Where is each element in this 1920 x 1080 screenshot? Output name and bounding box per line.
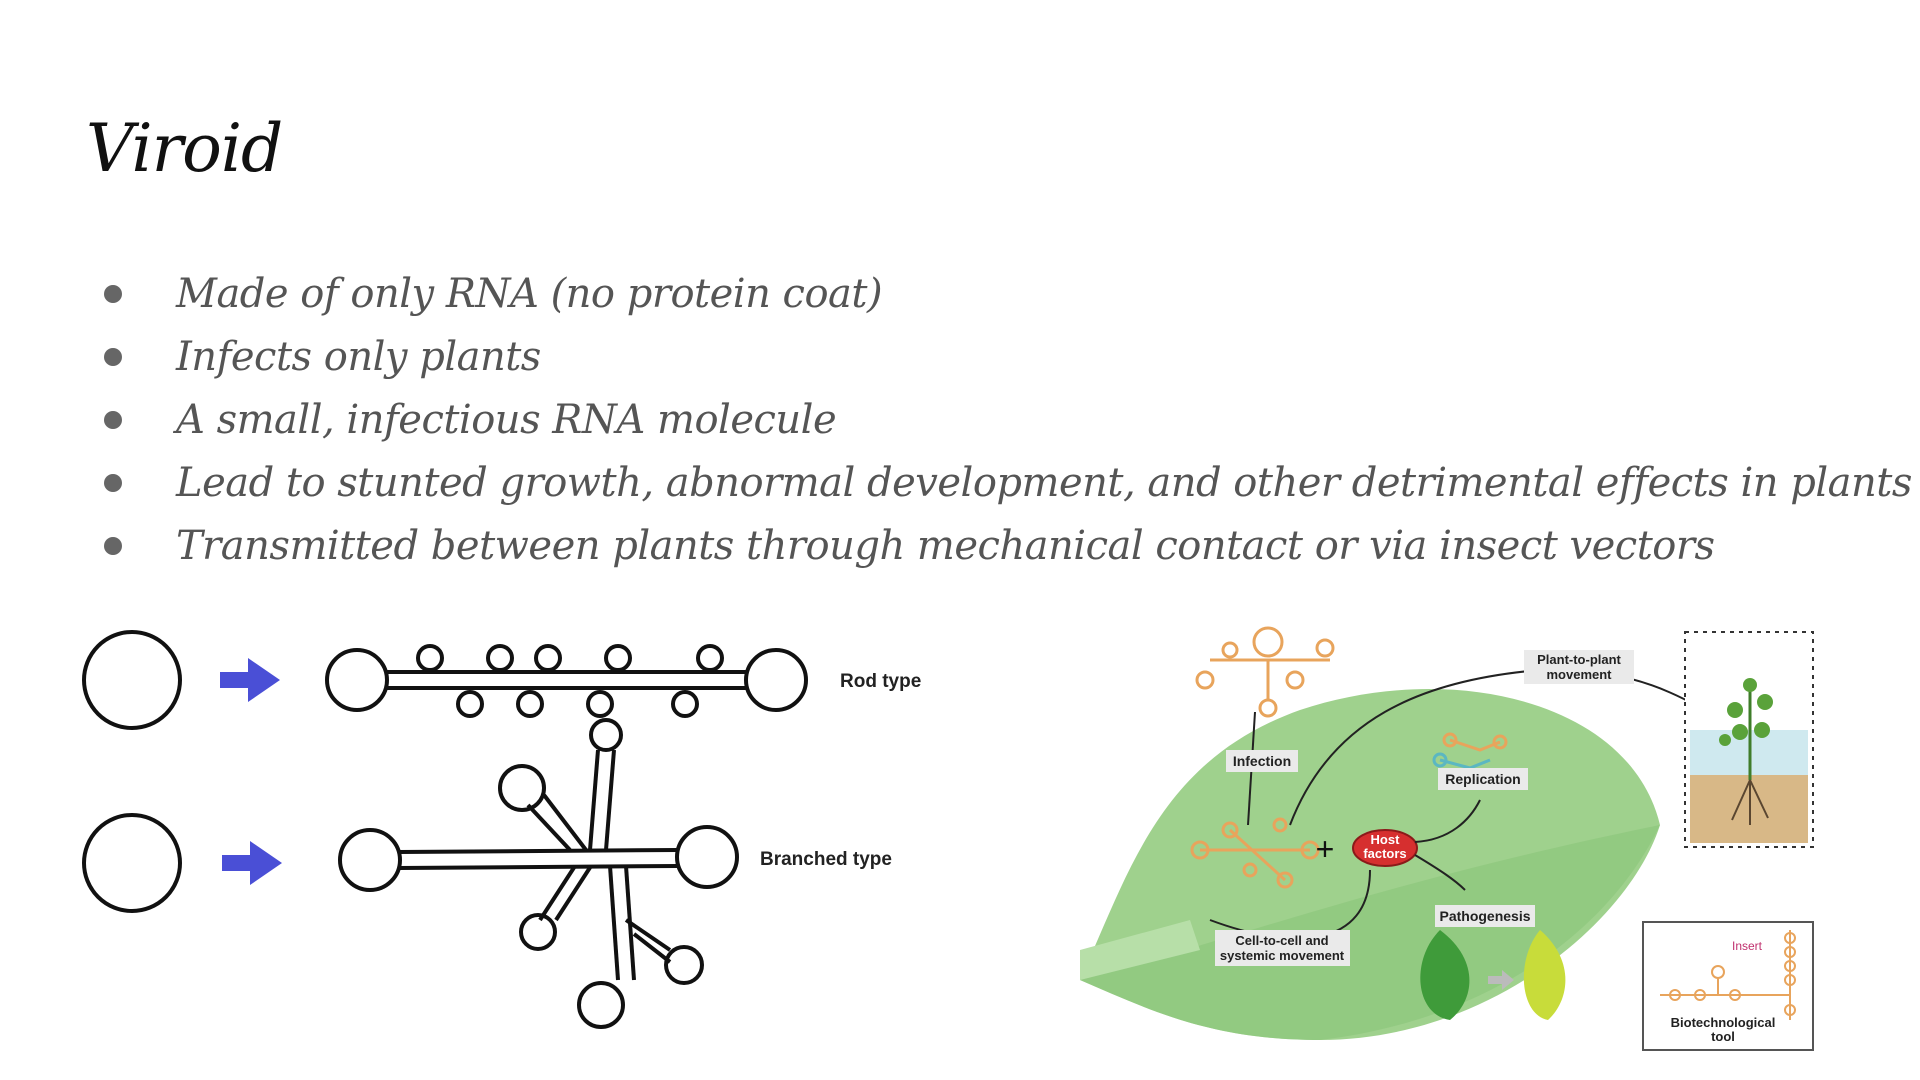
biotech-tool-label: Biotechnological [1671, 1015, 1776, 1030]
circular-rna-icon [82, 630, 182, 730]
bullet-dot-icon [104, 536, 122, 555]
viroid-structure-diagram: Rod type Branched type [82, 630, 921, 1029]
bullet-item: Infects only plants [104, 325, 1912, 388]
flow-arrows [1209, 669, 1731, 940]
bullet-dot-icon [104, 284, 122, 303]
viroid-replication-icon [1432, 732, 1508, 770]
branched-type-label: Branched type [760, 849, 892, 870]
bullet-dot-icon [104, 347, 122, 366]
bullet-text: A small, infectious RNA molecule [176, 396, 837, 443]
host-factors-label: factors [1363, 846, 1406, 861]
rod-type-structure-icon [325, 644, 808, 718]
plant-icon [1719, 678, 1773, 825]
plant-to-plant-label: movement [1546, 667, 1612, 682]
bullet-item: Transmitted between plants through mecha… [104, 514, 1912, 577]
bullet-item: Lead to stunted growth, abnormal develop… [104, 451, 1912, 514]
rod-type-label: Rod type [840, 671, 921, 692]
bullet-text: Made of only RNA (no protein coat) [176, 270, 883, 317]
insert-label: Insert [1732, 939, 1763, 953]
host-factors-icon [1352, 829, 1418, 867]
arrow-icon [222, 841, 282, 885]
bullet-dot-icon [104, 410, 122, 429]
infection-label: Infection [1233, 753, 1291, 769]
branched-type-structure-icon [338, 718, 739, 1029]
plant-to-plant-label: Plant-to-plant [1537, 652, 1621, 667]
bullet-item: Made of only RNA (no protein coat) [104, 262, 1912, 325]
bullet-text: Lead to stunted growth, abnormal develop… [176, 459, 1912, 506]
biotech-tool-label: tool [1711, 1029, 1735, 1044]
arrow-icon [1488, 970, 1514, 990]
host-factors-label: Host [1371, 832, 1401, 847]
bullet-text: Transmitted between plants through mecha… [176, 522, 1715, 569]
bullet-dot-icon [104, 473, 122, 492]
plus-sign: + [1316, 831, 1335, 867]
bullet-list: Made of only RNA (no protein coat) Infec… [104, 262, 1912, 577]
circular-rna-icon [82, 813, 182, 913]
cell-movement-label: systemic movement [1220, 948, 1345, 963]
biotech-tool-frame [1642, 921, 1814, 1051]
cell-movement-label: Cell-to-cell and [1235, 933, 1328, 948]
bullet-item: A small, infectious RNA molecule [104, 388, 1912, 451]
pathogenesis-label: Pathogenesis [1439, 908, 1530, 924]
diseased-leaf-icon [1523, 930, 1566, 1020]
bullet-text: Infects only plants [176, 333, 541, 380]
slide-title: Viroid [86, 110, 283, 187]
healthy-leaf-icon [1420, 930, 1470, 1020]
biotech-molecule-icon [1660, 930, 1796, 1020]
arrow-icon [220, 658, 280, 702]
replication-label: Replication [1445, 771, 1520, 787]
viroid-lifecycle-diagram: Host factors + Infection Plant-to-plant … [1080, 626, 1814, 1051]
viroid-molecule-icon [1195, 626, 1335, 718]
viroid-molecule-icon [1190, 817, 1320, 889]
